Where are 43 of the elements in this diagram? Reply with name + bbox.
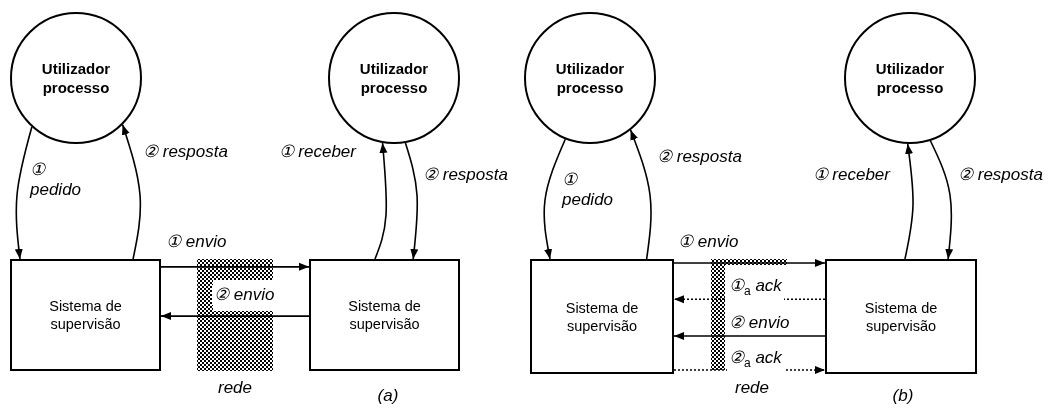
edge-label: ② resposta: [422, 165, 509, 185]
process-circle: [524, 12, 656, 144]
edge-label: ① receber: [811, 165, 892, 185]
node-text: Sistema de supervisão: [863, 298, 939, 335]
arrow: [404, 142, 419, 260]
arrow: [629, 129, 652, 260]
node-text: Sistema de supervisão: [48, 297, 123, 333]
node-text: Utilizador processo: [40, 59, 112, 97]
edge-label: ① pedido: [560, 170, 615, 210]
arrow: [374, 142, 388, 260]
edge-label: ①$_{a}$ ack: [727, 276, 784, 302]
edge-label: ② resposta: [957, 165, 1044, 185]
edge-label: ① pedido: [28, 160, 83, 200]
node-text: Utilizador processo: [358, 59, 430, 97]
edge-label: ②$_{a}$ ack: [727, 348, 784, 374]
process-circle: [10, 12, 142, 144]
edge-label: ① receber: [277, 142, 358, 162]
system-box: [825, 259, 977, 374]
edge-label: ② resposta: [142, 142, 229, 162]
network-label: rede: [735, 378, 769, 398]
edge-label: ② envio: [212, 285, 277, 305]
system-box: [10, 259, 161, 371]
process-circle: [844, 12, 976, 144]
arrow: [160, 312, 310, 321]
edge-label: ② resposta: [656, 147, 743, 167]
network-label: rede: [218, 378, 252, 398]
system-box: [530, 259, 674, 374]
arrow: [904, 143, 914, 260]
panel-label: (b): [892, 386, 914, 406]
arrow: [673, 332, 826, 341]
node-text: Utilizador processo: [554, 59, 626, 97]
node-text: Sistema de supervisão: [564, 298, 640, 335]
arrow: [121, 123, 142, 260]
node-text: Utilizador processo: [874, 59, 946, 97]
arrow: [929, 139, 954, 260]
panel-label: (a): [377, 386, 399, 406]
arrow: [160, 262, 310, 271]
process-circle: [328, 12, 460, 144]
arrow: [673, 259, 826, 267]
system-box: [309, 259, 460, 371]
arrow: [543, 138, 567, 260]
node-text: Sistema de supervisão: [347, 297, 422, 333]
arrow: [14, 126, 33, 260]
